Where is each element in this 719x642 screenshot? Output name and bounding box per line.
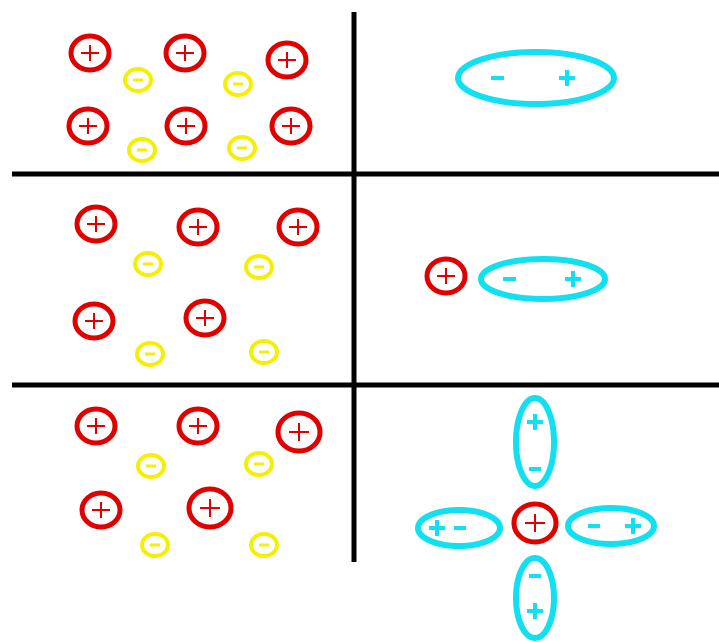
cation: [167, 109, 205, 143]
anion: [251, 341, 277, 363]
dipole-molecule-left: [418, 510, 500, 546]
cation: [278, 413, 320, 451]
cation: [427, 259, 465, 293]
anion: [142, 534, 168, 556]
panel-middle-ion-dipole: [427, 259, 605, 299]
central-cation: [514, 504, 556, 542]
anion: [246, 453, 272, 475]
cation: [189, 489, 231, 527]
anion: [251, 534, 277, 556]
anion: [138, 455, 164, 477]
anion: [135, 253, 161, 275]
dipole-molecule: [458, 52, 614, 104]
cation: [179, 210, 217, 244]
cation: [272, 109, 310, 143]
cation: [166, 36, 204, 70]
dipole-molecule-top: [516, 398, 554, 486]
cation: [75, 304, 113, 338]
cation: [69, 109, 107, 143]
anion: [225, 73, 251, 95]
anion: [137, 343, 163, 365]
cation: [268, 43, 306, 77]
anion: [229, 137, 255, 159]
cation: [179, 409, 217, 443]
cation: [279, 210, 317, 244]
panel-top-dipole: [458, 52, 614, 104]
anion: [246, 256, 272, 278]
cation: [77, 409, 115, 443]
anion: [125, 69, 151, 91]
cation: [71, 36, 109, 70]
dipole-molecule-right: [568, 508, 654, 544]
anion: [129, 139, 155, 161]
dipole-molecule: [481, 259, 605, 299]
cation: [82, 493, 120, 527]
dipole-molecule-bottom: [516, 558, 554, 638]
cation: [77, 207, 115, 241]
cation: [186, 301, 224, 335]
